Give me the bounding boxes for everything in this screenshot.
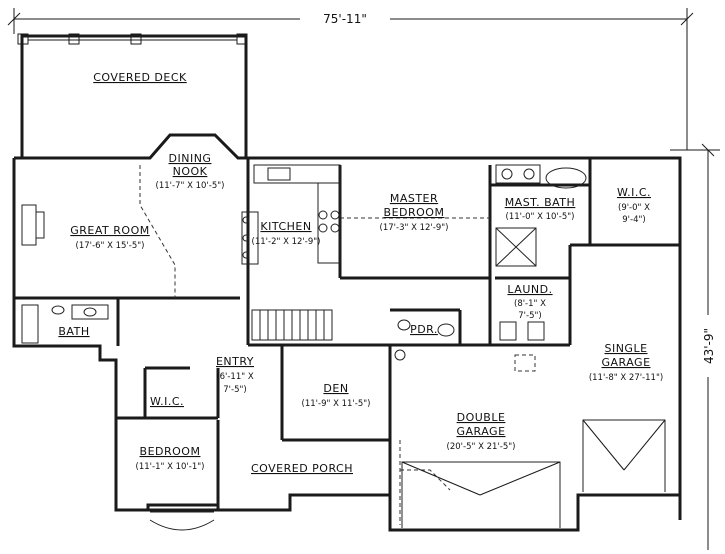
svg-text:W.I.C.: W.I.C.	[617, 186, 651, 199]
room-label-entry: ENTRY (6'-11" X 7'-5")	[216, 355, 254, 395]
toilet-icon	[51, 305, 65, 315]
kitchen-island	[241, 211, 259, 265]
svg-text:(11'-7" X 10'-5"): (11'-7" X 10'-5")	[156, 181, 225, 191]
room-label-single-garage: SINGLE GARAGE (11'-8" X 27'-11")	[589, 342, 663, 383]
washer-icon	[499, 321, 517, 341]
svg-text:GREAT ROOM: GREAT ROOM	[70, 224, 149, 237]
sink-icon	[83, 307, 97, 317]
svg-text:SINGLE: SINGLE	[604, 342, 647, 355]
kitchen-sink-icon	[267, 167, 291, 181]
svg-text:GARAGE: GARAGE	[601, 356, 650, 369]
svg-text:GARAGE: GARAGE	[456, 425, 505, 438]
svg-text:BEDROOM: BEDROOM	[384, 206, 445, 219]
room-label-den: DEN (11'-9" X 11'-5")	[302, 382, 371, 409]
svg-text:BATH: BATH	[58, 325, 89, 338]
svg-text:ENTRY: ENTRY	[216, 355, 254, 368]
svg-text:MAST. BATH: MAST. BATH	[505, 196, 576, 209]
svg-text:(8'-1" X: (8'-1" X	[514, 299, 546, 309]
svg-text:7'-5"): 7'-5")	[518, 311, 541, 321]
svg-text:BEDROOM: BEDROOM	[140, 445, 201, 458]
svg-text:PDR.: PDR.	[410, 323, 438, 336]
svg-text:COVERED DECK: COVERED DECK	[93, 71, 187, 84]
svg-text:(11'-8" X 27'-11"): (11'-8" X 27'-11")	[589, 373, 663, 383]
room-label-kitchen: KITCHEN (11'-2" X 12'-9")	[252, 220, 321, 247]
svg-text:COVERED PORCH: COVERED PORCH	[251, 462, 353, 475]
svg-text:(11'-1" X 10'-1"): (11'-1" X 10'-1")	[136, 462, 205, 472]
svg-text:NOOK: NOOK	[173, 165, 208, 178]
covered-deck	[17, 33, 248, 158]
room-label-great-room: GREAT ROOM (17'-6" X 15'-5")	[70, 224, 149, 251]
room-boundaries	[139, 165, 536, 525]
shower-icon	[495, 227, 537, 267]
svg-text:9'-4"): 9'-4")	[622, 215, 645, 225]
overall-width-label: 75'-11"	[323, 12, 367, 26]
svg-text:MASTER: MASTER	[390, 192, 438, 205]
svg-text:(17'-3" X 12'-9"): (17'-3" X 12'-9")	[380, 223, 449, 233]
svg-text:DEN: DEN	[323, 382, 348, 395]
interior-walls	[14, 158, 680, 442]
fireplace-icon	[21, 204, 37, 246]
svg-text:KITCHEN: KITCHEN	[260, 220, 311, 233]
room-label-laundry: LAUND. (8'-1" X 7'-5")	[507, 283, 552, 321]
room-label-master-wic: W.I.C. (9'-0" X 9'-4")	[617, 186, 651, 225]
stairs	[251, 309, 333, 341]
svg-text:7'-5"): 7'-5")	[223, 385, 246, 395]
room-label-covered-porch: COVERED PORCH	[251, 462, 353, 475]
svg-text:(6'-11" X: (6'-11" X	[216, 372, 254, 382]
dimension-right: 43'-9"	[670, 143, 720, 550]
svg-text:(11'-2" X 12'-9"): (11'-2" X 12'-9")	[252, 237, 321, 247]
room-label-double-garage: DOUBLE GARAGE (20'-5" X 21'-5")	[447, 411, 516, 452]
svg-text:LAUND.: LAUND.	[507, 283, 552, 296]
dryer-icon	[527, 321, 545, 341]
svg-text:DOUBLE: DOUBLE	[457, 411, 506, 424]
room-label-powder: PDR.	[410, 323, 438, 336]
room-label-covered-deck: COVERED DECK	[93, 71, 187, 84]
room-label-bedroom-wic: W.I.C.	[150, 395, 184, 408]
svg-text:(11'-9" X 11'-5"): (11'-9" X 11'-5")	[302, 399, 371, 409]
room-label-master-bedroom: MASTER BEDROOM (17'-3" X 12'-9")	[380, 192, 449, 233]
master-tub-icon	[545, 167, 587, 189]
svg-text:(20'-5" X 21'-5"): (20'-5" X 21'-5")	[447, 442, 516, 452]
room-label-bedroom: BEDROOM (11'-1" X 10'-1")	[136, 445, 205, 472]
room-label-bath: BATH	[58, 325, 89, 338]
overall-depth-label: 43'-9"	[702, 328, 716, 364]
exterior-walls	[12, 133, 682, 532]
dimension-top: 75'-11"	[7, 8, 694, 150]
svg-text:(11'-0" X 10'-5"): (11'-0" X 10'-5")	[506, 212, 575, 222]
svg-text:(17'-6" X 15'-5"): (17'-6" X 15'-5")	[76, 241, 145, 251]
room-label-dining-nook: DINING NOOK (11'-7" X 10'-5")	[156, 152, 225, 191]
svg-text:(9'-0" X: (9'-0" X	[618, 203, 650, 213]
svg-text:DINING: DINING	[169, 152, 212, 165]
bathtub-icon	[21, 304, 39, 344]
svg-text:W.I.C.: W.I.C.	[150, 395, 184, 408]
fixtures	[21, 164, 666, 531]
room-label-master-bath: MAST. BATH (11'-0" X 10'-5")	[505, 196, 576, 222]
